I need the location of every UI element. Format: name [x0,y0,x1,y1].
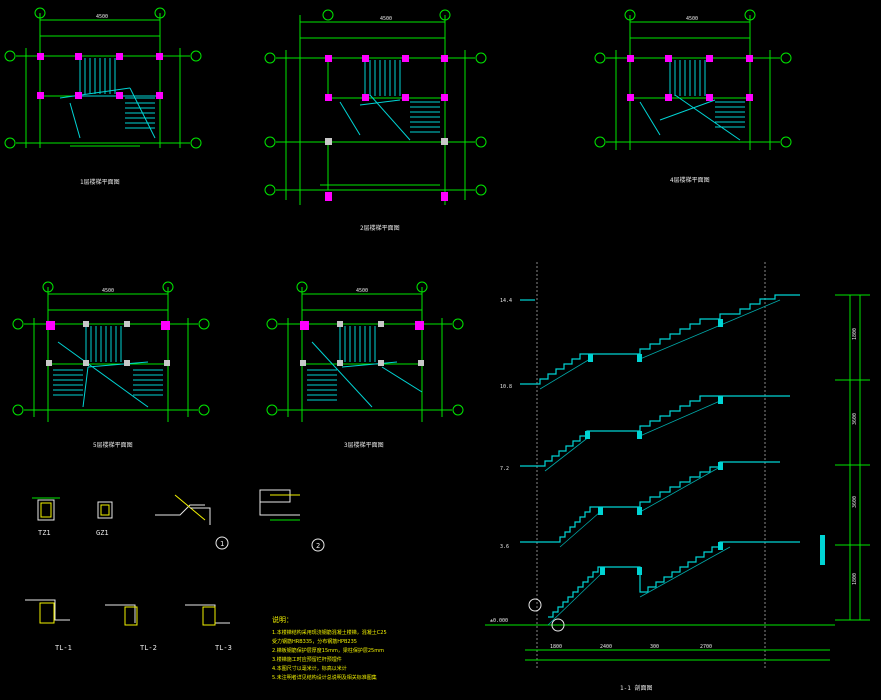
detail-tl2: TL-2 [105,604,157,652]
level-0: ±0.000 [490,618,508,624]
svg-text:TL-2: TL-2 [140,644,157,652]
svg-text:2: 2 [316,542,320,550]
axis-bubble-1 [34,7,46,19]
section-title: 1-1 剖面图 [620,684,652,692]
axis-bubble-a-right [190,137,202,149]
svg-text:TZ1: TZ1 [38,529,51,537]
svg-text:受力钢筋HRB335，分布钢筋HPB235: 受力钢筋HRB335，分布钢筋HPB235 [272,638,357,645]
svg-text:2.梯板钢筋保护层厚度15mm，梁柱保护层25mm: 2.梯板钢筋保护层厚度15mm，梁柱保护层25mm [272,647,384,654]
plan-floor-2: 4500 2层楼梯平面图 [264,9,487,232]
plan-title: 5层楼梯平面图 [93,441,133,449]
detail-node-1: 1 [155,494,229,550]
axis-bubble-a [4,137,16,149]
level-3: 10.8 [500,384,512,390]
detail-node-2: 2 [259,489,325,552]
detail-tl3: TL-3 [185,604,232,652]
svg-text:3600: 3600 [852,496,858,508]
plan-title: 3层楼梯平面图 [344,441,384,449]
svg-text:TL-3: TL-3 [215,644,232,652]
stair-section-1-1: 3.6 7.2 10.8 14.4 ±0.000 1800 2400 300 2… [485,262,870,692]
svg-text:TL-1: TL-1 [55,644,72,652]
svg-text:4500: 4500 [102,288,114,294]
svg-text:300: 300 [650,644,659,650]
svg-text:1800: 1800 [852,573,858,585]
level-4: 14.4 [500,298,512,304]
svg-text:GZ1: GZ1 [96,529,109,537]
svg-text:4500: 4500 [686,16,698,22]
svg-text:1.本楼梯结构采用现浇钢筋混凝土楼梯，混凝土C25: 1.本楼梯结构采用现浇钢筋混凝土楼梯，混凝土C25 [272,629,387,636]
svg-text:3.楼梯施工时应预留栏杆预埋件: 3.楼梯施工时应预留栏杆预埋件 [272,656,342,663]
detail-gz1: GZ1 [96,501,113,537]
plan-title: 1层楼梯平面图 [80,178,120,186]
svg-text:4.本图尺寸以毫米计，标高以米计: 4.本图尺寸以毫米计，标高以米计 [272,665,347,672]
plan-floor-1: 4500 1层楼梯平面图 [4,7,202,186]
plan-title: 2层楼梯平面图 [360,224,400,232]
plan-floor-3: 4500 3层楼梯平面图 [266,281,464,449]
svg-text:4500: 4500 [380,16,392,22]
axis-bubble-e-right [190,50,202,62]
axis-bubble-2 [154,7,166,19]
plan-floor-4: 4500 4层楼梯平面图 [594,9,792,184]
svg-text:5.未注明者详见结构设计总说明及相关标准图集: 5.未注明者详见结构设计总说明及相关标准图集 [272,674,377,681]
notes-heading: 说明： [272,615,293,624]
detail-tz1: TZ1 [32,497,60,537]
svg-text:2700: 2700 [700,644,712,650]
svg-text:4500: 4500 [356,288,368,294]
plan-title: 4层楼梯平面图 [670,176,710,184]
plan-floor-5: 4500 5层楼梯平面图 [12,281,210,449]
svg-text:1800: 1800 [550,644,562,650]
svg-text:2400: 2400 [600,644,612,650]
svg-text:1800: 1800 [852,328,858,340]
plan-dim-total: 4500 [96,14,108,20]
section-callout [528,598,542,612]
axis-bubble-e [4,50,16,62]
detail-tl1: TL-1 [25,599,72,652]
level-2: 7.2 [500,466,509,472]
level-1: 3.6 [500,544,509,550]
svg-text:3600: 3600 [852,413,858,425]
svg-text:1: 1 [220,540,224,548]
design-notes: 说明： 1.本楼梯结构采用现浇钢筋混凝土楼梯，混凝土C25 受力钢筋HRB335… [272,615,387,681]
